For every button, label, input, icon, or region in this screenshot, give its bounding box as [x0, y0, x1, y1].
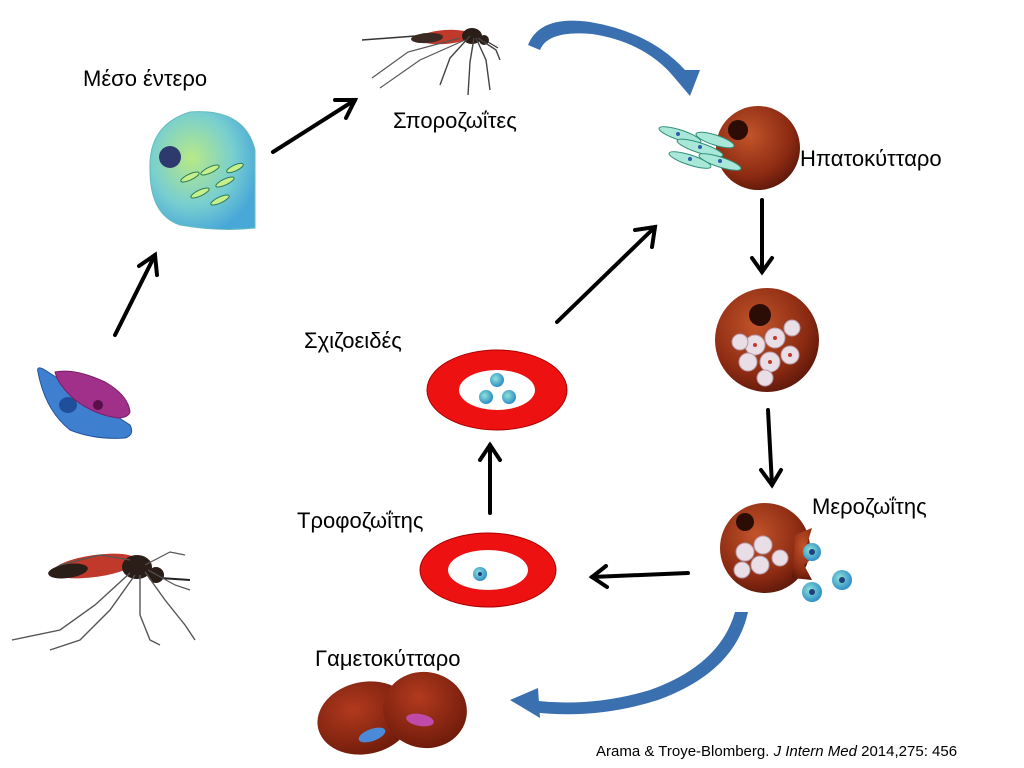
liver-schizont-icon: [715, 288, 819, 392]
arrow-midgut-to-sporozoites: [271, 98, 359, 154]
label-gametocyte: Γαμετοκύτταρο: [315, 646, 461, 671]
citation-authors: Arama & Troye-Blomberg.: [596, 743, 770, 760]
hepatocyte-with-sporozoites-icon: [658, 106, 800, 190]
label-sporozoites: Σποροζωΐτες: [393, 108, 517, 133]
arrow-hepatocyte-to-schizont: [750, 198, 774, 276]
arrow-schizont-to-merozoite: [759, 408, 783, 489]
cycle-arrows: [113, 98, 783, 589]
arrow-gametes-to-midgut: [113, 251, 159, 337]
curved-arrow-sporozoite-to-liver: [528, 20, 700, 96]
gametes-icon: [37, 367, 133, 439]
label-merozoite: Μεροζωΐτης: [812, 494, 927, 519]
mosquito-bottom-icon: [11, 551, 196, 651]
gametocytes-icon: [317, 671, 467, 755]
schizont-rbc-icon: [426, 349, 568, 431]
merozoite-release-icon: [720, 503, 852, 602]
label-hepatocyte: Ηπατοκύτταρο: [800, 146, 942, 171]
free-merozoites: [802, 543, 852, 602]
label-trophozoite: Τροφοζωΐτης: [297, 508, 424, 533]
trophozoite-rbc-icon: [419, 532, 557, 608]
label-schizont: Σχιζοειδές: [304, 328, 402, 353]
arrow-schizont-to-hepatocyte: [555, 224, 658, 324]
midgut-cell-icon: [149, 111, 256, 230]
curved-arrow-merozoite-to-gametocyte: [510, 612, 748, 718]
citation-journal: J Intern Med: [773, 743, 857, 760]
citation: Arama & Troye-Blomberg. J Intern Med 201…: [596, 743, 957, 760]
mosquito-top-icon: [361, 28, 501, 96]
label-midgut: Μέσο έντερο: [83, 66, 208, 91]
citation-details: 2014,275: 456: [861, 743, 958, 760]
arrow-trophozoite-to-schizont: [478, 441, 502, 515]
arrow-merozoite-to-trophozoite: [588, 564, 690, 589]
